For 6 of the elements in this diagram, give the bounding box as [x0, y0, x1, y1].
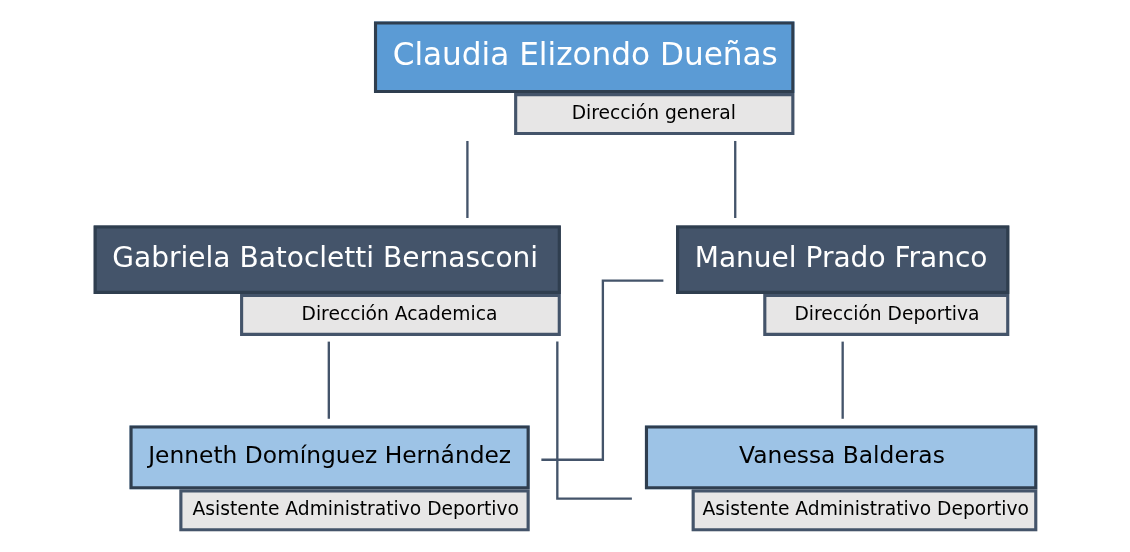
connector [841, 341, 844, 419]
connector [733, 140, 736, 218]
connector [555, 341, 632, 500]
connector [540, 279, 663, 461]
connector [465, 140, 469, 218]
connector [327, 341, 330, 419]
